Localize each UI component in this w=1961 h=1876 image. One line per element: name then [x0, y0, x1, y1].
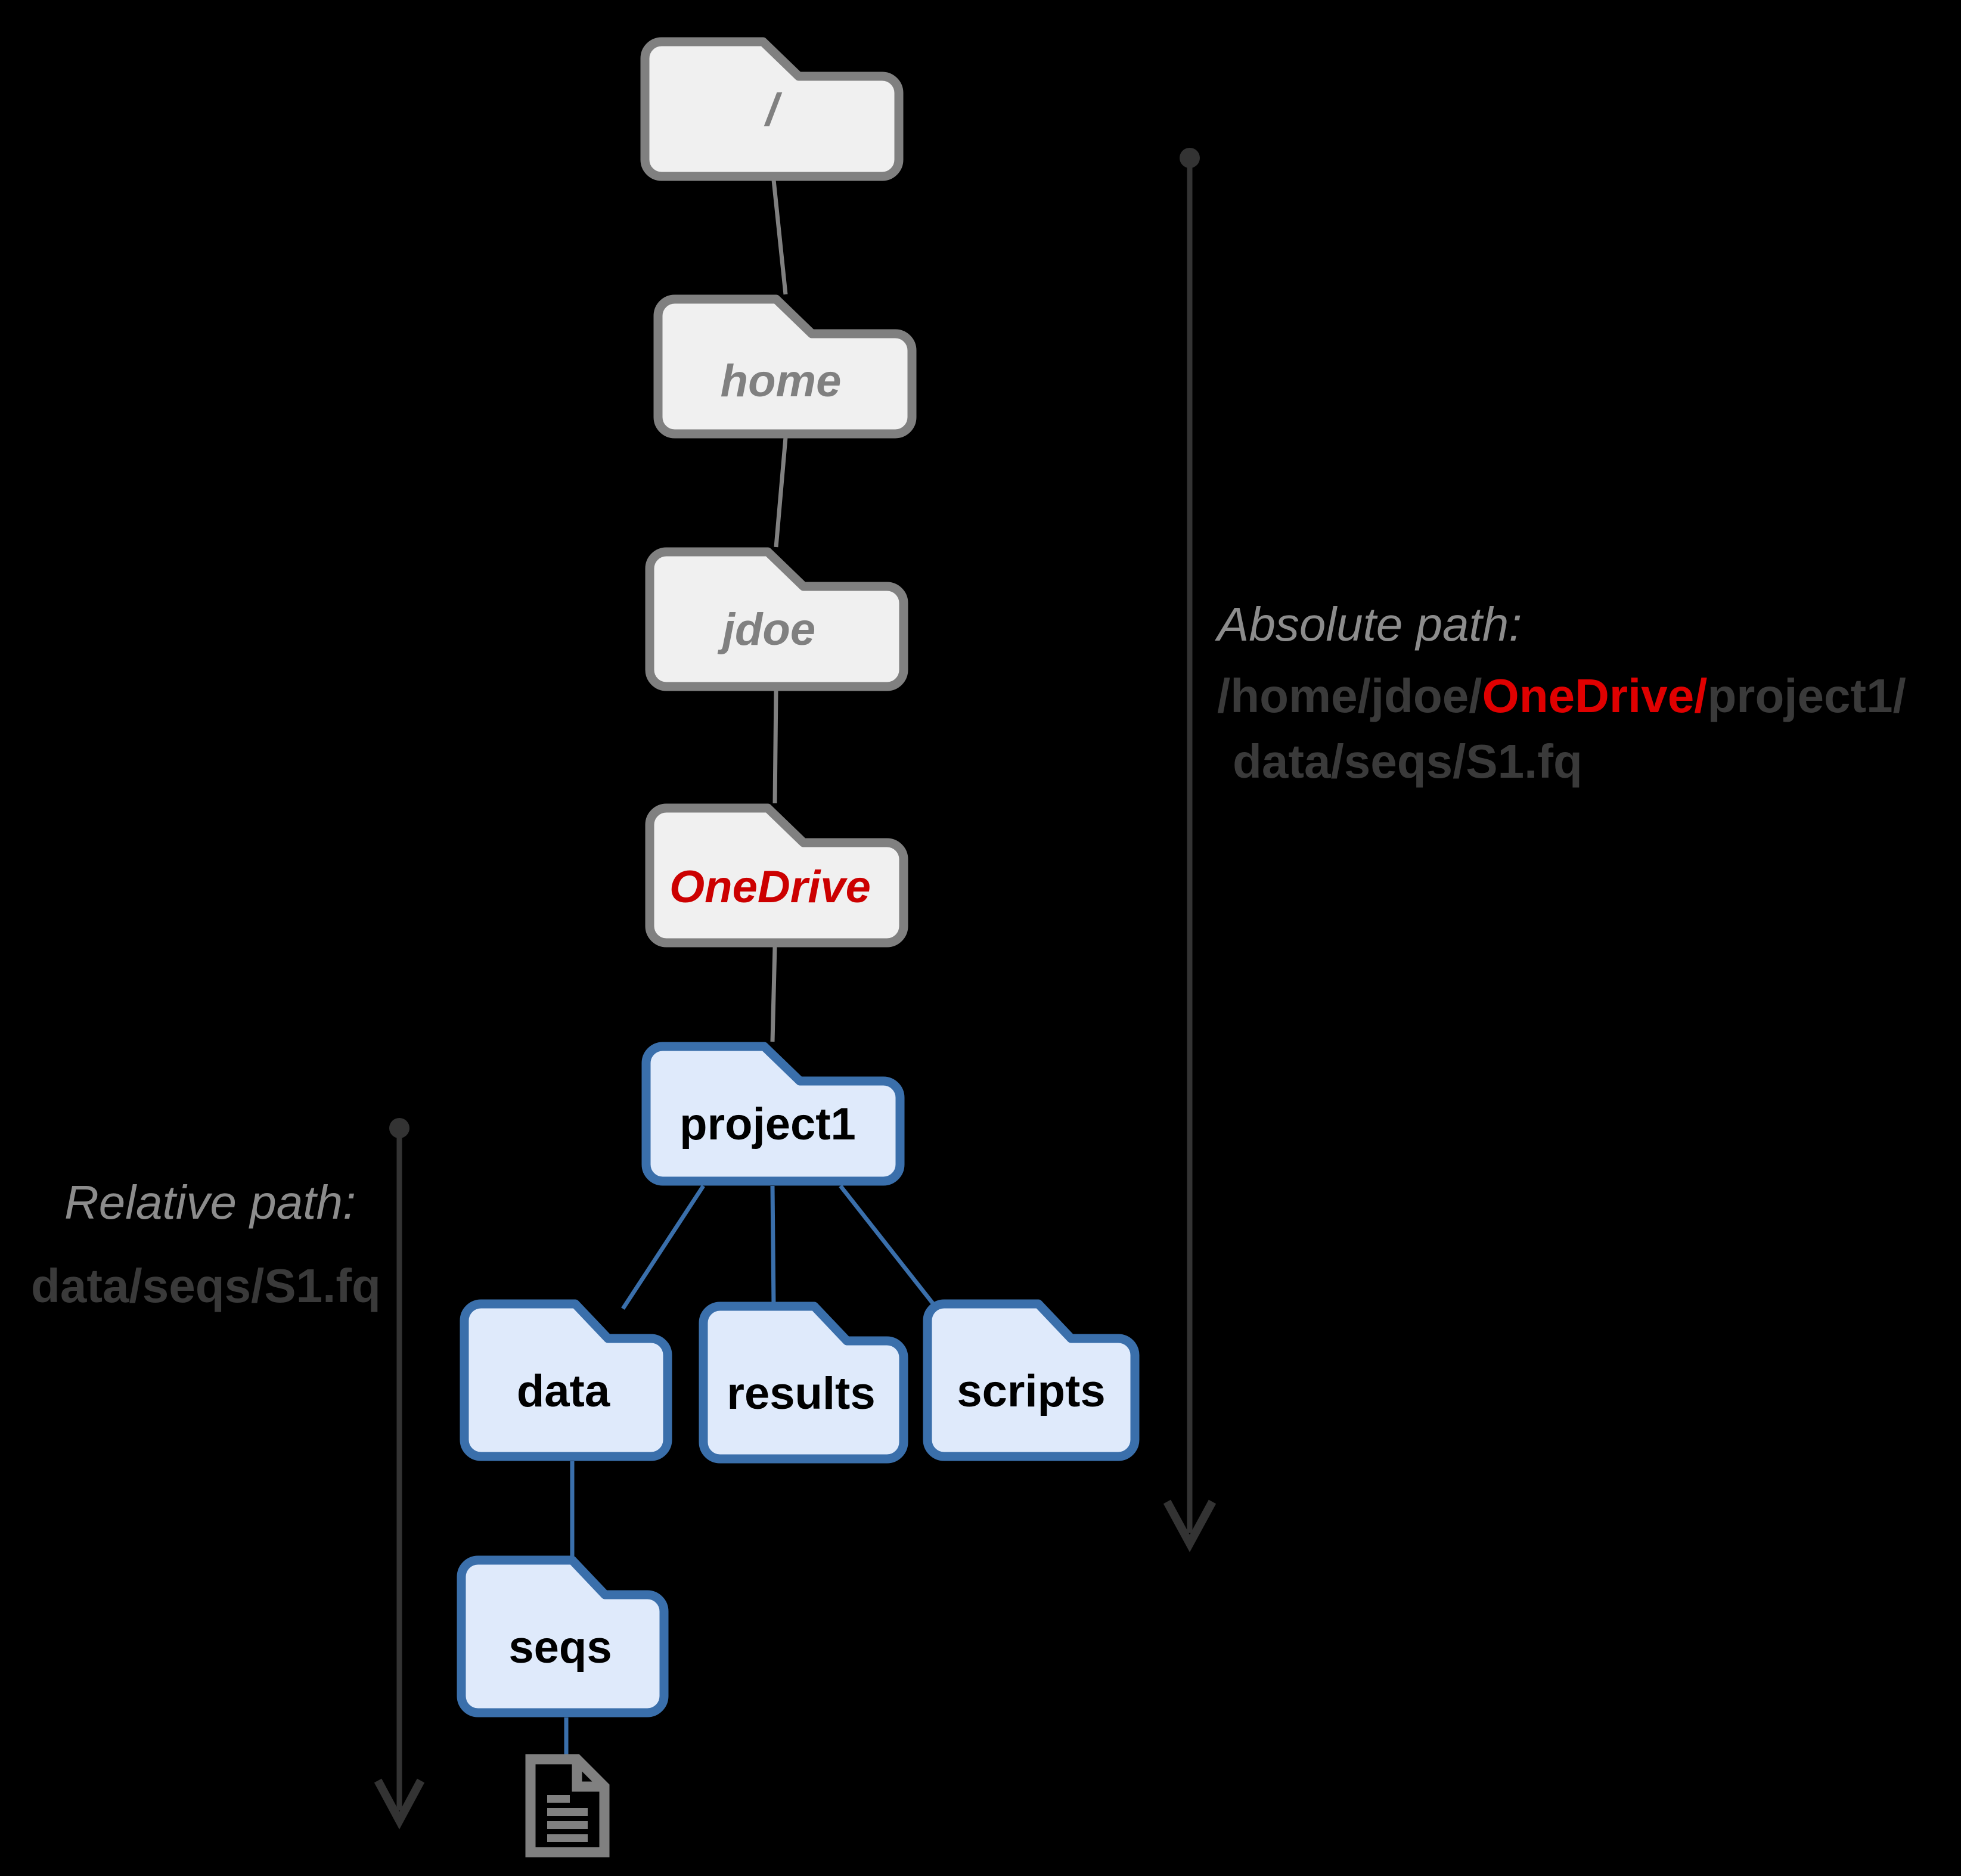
- folder-label: seqs: [508, 1622, 612, 1673]
- folder-label: OneDrive: [669, 862, 871, 912]
- document-line-2: [547, 1808, 588, 1816]
- edge-project1-results: [770, 1185, 776, 1307]
- folder-node-data[interactable]: data: [460, 1299, 672, 1461]
- edge-jdoe-onedrive: [772, 689, 778, 804]
- tree-edges: [564, 179, 939, 1764]
- relative-path-value: data/seqs/S1.fq: [31, 1259, 381, 1312]
- document-line-3: [547, 1821, 588, 1829]
- folder-shape: [645, 547, 908, 691]
- folder-label: data: [517, 1366, 610, 1417]
- folder-label: jdoe: [717, 604, 815, 655]
- folder-shape: [923, 1299, 1140, 1461]
- document-line-1: [547, 1795, 570, 1803]
- absolute-path-suffix: project1/: [1707, 669, 1906, 722]
- edge-project1-data: [621, 1185, 705, 1310]
- folder-node-project1[interactable]: project1: [641, 1042, 905, 1186]
- folder-node-results[interactable]: results: [699, 1302, 908, 1464]
- folder-shape: [641, 1042, 905, 1186]
- folder-label: scripts: [957, 1366, 1105, 1417]
- absolute-path-value: /home/jdoe/OneDrive/project1/: [1217, 669, 1906, 722]
- folder-shape: [640, 37, 904, 181]
- edge-onedrive-project1: [770, 946, 777, 1042]
- absolute-path-prefix: /home/jdoe/: [1217, 669, 1482, 722]
- folder-shape: [653, 294, 917, 439]
- document-line-4: [547, 1834, 588, 1842]
- absolute-path-value-line2: data/seqs/S1.fq: [1233, 735, 1583, 788]
- absolute-path-accent: OneDrive/: [1482, 669, 1708, 722]
- edge-home-jdoe: [774, 437, 788, 548]
- folder-label: results: [727, 1368, 875, 1419]
- folder-shape: [645, 803, 908, 948]
- folder-label: project1: [679, 1099, 856, 1150]
- folder-shape: [460, 1299, 672, 1461]
- folder-shape: [699, 1302, 908, 1464]
- folder-node-onedrive[interactable]: OneDrive: [645, 803, 908, 948]
- edge-project1-scripts: [839, 1184, 939, 1310]
- span-arrowhead: [1163, 1499, 1217, 1552]
- folder-shape: [457, 1555, 669, 1717]
- absolute-path-title: Absolute path:: [1215, 598, 1522, 651]
- document-fold: [572, 1759, 604, 1792]
- folder-node-root[interactable]: /: [640, 37, 904, 181]
- folder-label: home: [721, 356, 842, 406]
- relative-path-title: Relative path:: [64, 1176, 356, 1229]
- document-outline: [525, 1754, 610, 1858]
- folder-node-scripts[interactable]: scripts: [923, 1299, 1140, 1461]
- folder-node-home[interactable]: home: [653, 294, 917, 439]
- span-arrowhead: [374, 1778, 425, 1830]
- folder-node-seqs[interactable]: seqs: [457, 1555, 669, 1717]
- relative-path-span: [374, 1118, 425, 1830]
- edge-root-home: [771, 179, 788, 295]
- folder-node-jdoe[interactable]: jdoe: [645, 547, 908, 691]
- document-icon[interactable]: [525, 1754, 610, 1858]
- absolute-path-span: [1163, 148, 1217, 1552]
